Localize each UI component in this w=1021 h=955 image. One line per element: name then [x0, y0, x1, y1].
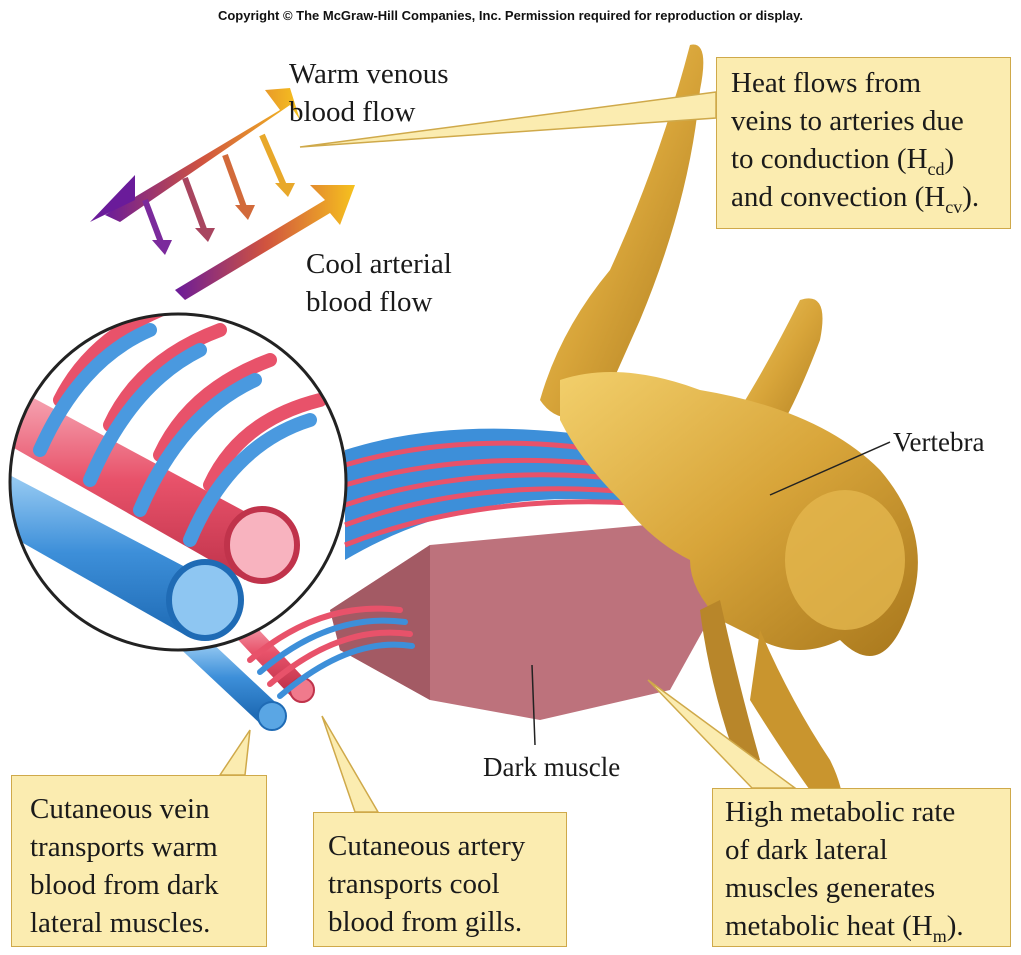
- metabolic-line1: High metabolic rate: [725, 793, 1010, 831]
- heat-flow-line4-sub: cv: [945, 197, 962, 217]
- metabolic-line4-end: ).: [947, 910, 964, 942]
- metabolic-line4: metabolic heat (Hm).: [725, 907, 1010, 945]
- metabolic-line4-sub: m: [933, 926, 947, 946]
- heat-flow-line2: veins to arteries due: [731, 102, 1010, 140]
- cutaneous-vein-line4: lateral muscles.: [30, 904, 266, 942]
- heat-flow-line1: Heat flows from: [731, 64, 1010, 102]
- cool-arterial-line2: blood flow: [306, 283, 452, 321]
- metabolic-line2: of dark lateral: [725, 831, 1010, 869]
- metabolic-line3: muscles generates: [725, 869, 1010, 907]
- cool-arterial-line1: Cool arterial: [306, 245, 452, 283]
- metabolic-heat-callout: High metabolic rate of dark lateral musc…: [712, 788, 1011, 947]
- cutaneous-vein-callout: Cutaneous vein transports warm blood fro…: [11, 775, 267, 947]
- heat-flow-line4-end: ).: [962, 181, 979, 213]
- heat-flow-line3-text: to conduction (H: [731, 143, 928, 175]
- heat-flow-line3-sub: cd: [928, 159, 945, 179]
- dark-muscle-label: Dark muscle: [483, 748, 620, 786]
- heat-flow-line4: and convection (Hcv).: [731, 178, 1010, 216]
- heat-flow-line3-end: ): [945, 143, 955, 175]
- warm-venous-label: Warm venous blood flow: [289, 55, 449, 131]
- vertebra-label: Vertebra: [893, 423, 984, 461]
- cutaneous-artery-callout: Cutaneous artery transports cool blood f…: [313, 812, 567, 947]
- warm-venous-line2: blood flow: [289, 93, 449, 131]
- heat-flow-callout: Heat flows from veins to arteries due to…: [716, 57, 1011, 229]
- cutaneous-vein-line1: Cutaneous vein: [30, 790, 266, 828]
- cutaneous-vein-line3: blood from dark: [30, 866, 266, 904]
- heat-flow-line3: to conduction (Hcd): [731, 140, 1010, 178]
- cutaneous-vein-line2: transports warm: [30, 828, 266, 866]
- heat-flow-line4-text: and convection (H: [731, 181, 945, 213]
- cool-arterial-label: Cool arterial blood flow: [306, 245, 452, 321]
- cutaneous-artery-line3: blood from gills.: [328, 903, 566, 941]
- cutaneous-artery-line1: Cutaneous artery: [328, 827, 566, 865]
- warm-venous-line1: Warm venous: [289, 55, 449, 93]
- magnified-vessel-view: [0, 310, 346, 650]
- metabolic-line4-text: metabolic heat (H: [725, 910, 933, 942]
- cutaneous-artery-line2: transports cool: [328, 865, 566, 903]
